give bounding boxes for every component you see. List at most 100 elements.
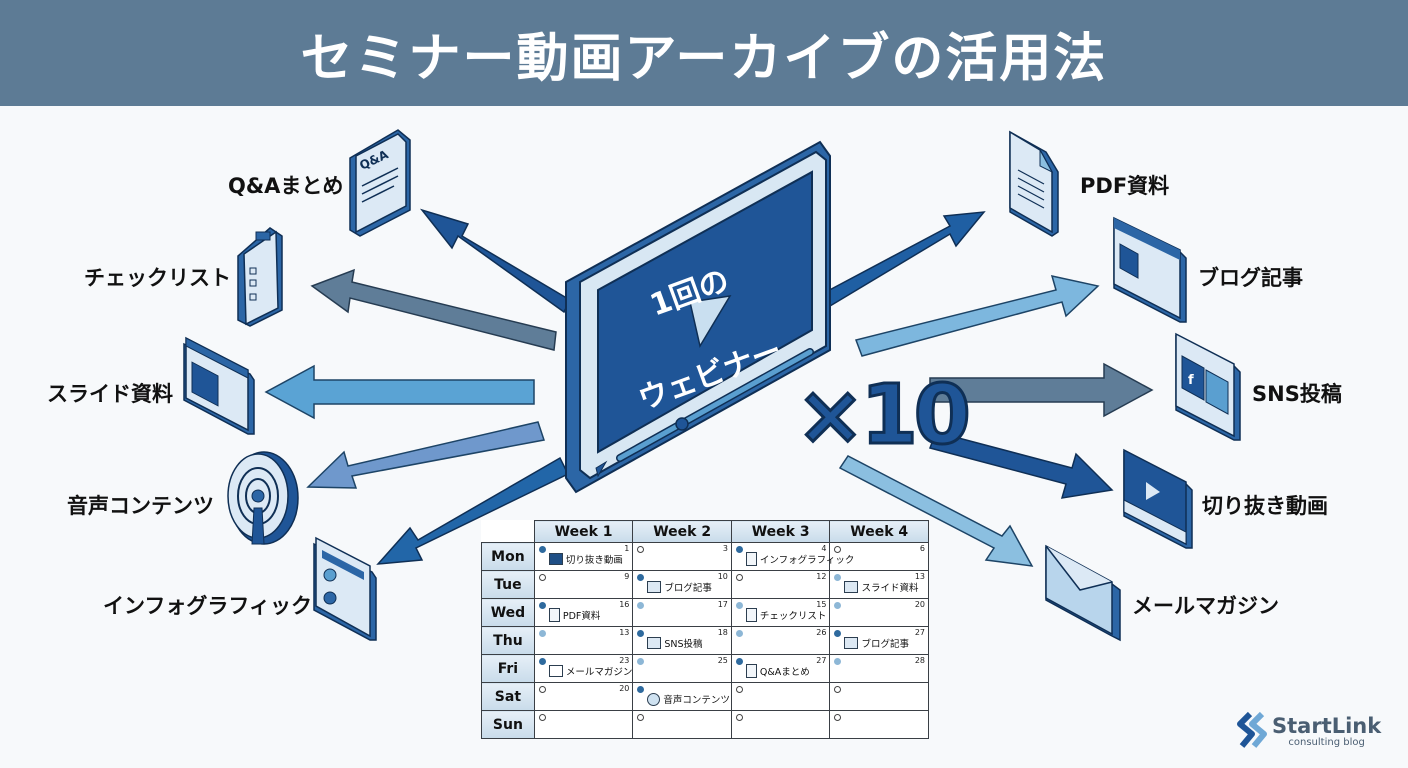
calendar-cell[interactable] bbox=[829, 682, 929, 711]
status-dot bbox=[834, 686, 842, 693]
date-number: 15 bbox=[816, 600, 827, 609]
calendar-header-row: Week 1 Week 2 Week 3 Week 4 bbox=[481, 520, 929, 543]
calendar-cell[interactable] bbox=[730, 710, 831, 739]
calendar-cell[interactable] bbox=[829, 710, 929, 739]
calendar-entry: SNS投稿 bbox=[647, 636, 703, 650]
calendar-entry: ブログ記事 bbox=[844, 636, 909, 650]
label-checklist: チェックリスト bbox=[84, 266, 231, 290]
day-label: Fri bbox=[481, 654, 535, 683]
calendar-cell[interactable]: 17 bbox=[632, 598, 732, 627]
date-number: 10 bbox=[717, 572, 728, 581]
week-header: Week 1 bbox=[533, 520, 634, 543]
entry-icon bbox=[647, 692, 661, 706]
entry-label: スライド資料 bbox=[861, 583, 919, 594]
slide-window-icon bbox=[183, 336, 255, 435]
status-dot bbox=[637, 630, 645, 637]
calendar-cell[interactable]: 20 bbox=[829, 598, 929, 627]
calendar-cell[interactable] bbox=[632, 710, 732, 739]
calendar-cell[interactable]: 13 bbox=[533, 626, 634, 655]
qa-document-icon: Q&A bbox=[349, 129, 411, 237]
date-number: 9 bbox=[624, 572, 630, 581]
calendar-entry: ブログ記事 bbox=[647, 580, 712, 594]
entry-label: SNS投稿 bbox=[664, 639, 703, 650]
status-dot bbox=[637, 658, 645, 665]
calendar-cell[interactable]: 音声コンテンツ bbox=[632, 682, 732, 711]
label-pdf: PDF資料 bbox=[1080, 174, 1170, 198]
calendar-cell[interactable]: 6 bbox=[829, 542, 929, 571]
entry-icon bbox=[647, 581, 662, 593]
entry-icon bbox=[745, 608, 757, 622]
date-number: 4 bbox=[821, 544, 827, 553]
calendar-entry: スライド資料 bbox=[844, 580, 918, 594]
label-clip: 切り抜き動画 bbox=[1202, 494, 1328, 518]
calendar-entry: PDF資料 bbox=[548, 608, 601, 622]
status-dot bbox=[834, 630, 842, 637]
social-window-icon: f bbox=[1175, 332, 1241, 441]
calendar-cell[interactable]: 13 スライド資料 bbox=[829, 570, 929, 599]
calendar-cell[interactable] bbox=[730, 682, 831, 711]
multiplier-label: ×10 bbox=[795, 367, 973, 465]
entry-label: PDF資料 bbox=[562, 611, 601, 622]
pdf-document-icon bbox=[1009, 130, 1059, 237]
entry-label: ブログ記事 bbox=[664, 583, 712, 594]
entry-icon bbox=[844, 581, 859, 593]
entry-label: メールマガジン bbox=[565, 667, 633, 678]
entry-icon bbox=[548, 553, 563, 565]
calendar-cell[interactable]: 25 bbox=[632, 654, 732, 683]
entry-icon bbox=[647, 637, 662, 649]
calendar-entry: Q&Aまとめ bbox=[745, 664, 810, 678]
calendar-cell[interactable]: 28 bbox=[829, 654, 929, 683]
date-number: 20 bbox=[619, 684, 630, 693]
entry-icon bbox=[844, 637, 859, 649]
webinar-screen-icon bbox=[565, 140, 831, 494]
day-label: Wed bbox=[481, 598, 535, 627]
arrow-to-qa bbox=[419, 208, 571, 314]
date-number: 12 bbox=[816, 572, 827, 581]
calendar-corner bbox=[481, 520, 535, 543]
status-dot bbox=[735, 574, 743, 581]
day-label: Sun bbox=[481, 710, 535, 739]
calendar-entry: チェックリスト bbox=[745, 608, 826, 622]
calendar-entry: 切り抜き動画 bbox=[548, 552, 623, 566]
label-qa: Q&Aまとめ bbox=[228, 174, 344, 198]
date-number: 16 bbox=[619, 600, 630, 609]
date-number: 20 bbox=[914, 600, 925, 609]
arrow-to-checklist bbox=[310, 268, 557, 351]
label-slides: スライド資料 bbox=[47, 382, 173, 406]
page-title: セミナー動画アーカイブの活用法 bbox=[300, 28, 1108, 89]
status-dot bbox=[735, 714, 743, 721]
calendar-cell[interactable]: 9 bbox=[533, 570, 634, 599]
entry-icon bbox=[548, 608, 560, 622]
calendar-cell[interactable]: 12 bbox=[730, 570, 831, 599]
status-dot bbox=[834, 546, 842, 553]
status-dot bbox=[538, 630, 546, 637]
status-dot bbox=[735, 546, 743, 553]
calendar-cell[interactable]: 10 ブログ記事 bbox=[632, 570, 732, 599]
calendar-cell[interactable]: 20 bbox=[533, 682, 634, 711]
date-number: 18 bbox=[717, 628, 728, 637]
calendar-cell[interactable]: 3 bbox=[632, 542, 732, 571]
calendar-entry: インフォグラフィック bbox=[745, 552, 854, 566]
arrow-to-pdf bbox=[820, 211, 986, 308]
date-number: 13 bbox=[914, 572, 925, 581]
status-dot bbox=[834, 602, 842, 609]
status-dot bbox=[834, 574, 842, 581]
calendar-cell[interactable]: 26 bbox=[730, 626, 831, 655]
status-dot bbox=[637, 546, 645, 553]
calendar-entry: 音声コンテンツ bbox=[647, 692, 730, 706]
calendar-cell[interactable] bbox=[533, 710, 634, 739]
infographic-icon bbox=[313, 536, 377, 641]
date-number: 27 bbox=[816, 656, 827, 665]
